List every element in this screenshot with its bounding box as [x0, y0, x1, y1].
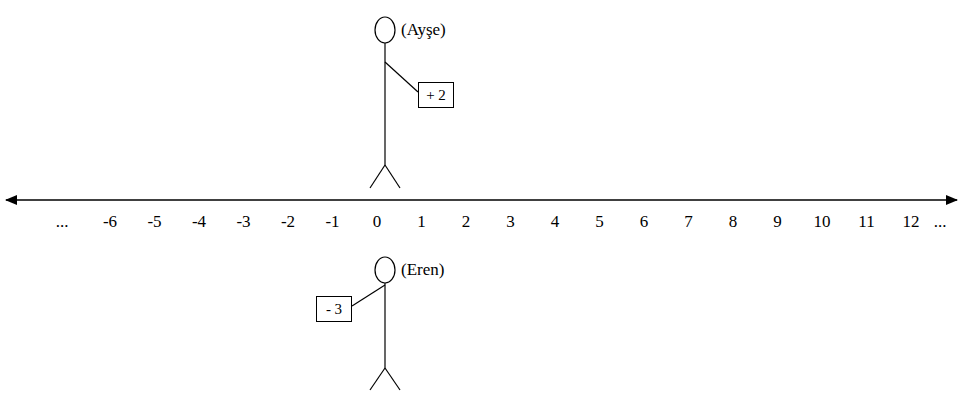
tick-number: 10 — [814, 212, 831, 232]
person-name: (Eren) — [401, 260, 444, 280]
tick-number: 5 — [595, 212, 604, 232]
tick-number: ... — [56, 212, 69, 232]
tick-number: 7 — [684, 212, 693, 232]
stick-figure-ayse — [370, 17, 418, 188]
tick-number: 11 — [858, 212, 874, 232]
sign-number: + 2 — [426, 86, 446, 104]
tick-number: 4 — [551, 212, 560, 232]
stick-figure-eren — [352, 257, 400, 390]
tick-number: 1 — [417, 212, 426, 232]
sign-number: - 3 — [326, 300, 342, 318]
tick-number: -4 — [192, 212, 206, 232]
tick-number: -3 — [236, 212, 250, 232]
number-line — [6, 199, 957, 201]
tick-number: -6 — [103, 212, 117, 232]
tick-number: -2 — [281, 212, 295, 232]
tick-number: 12 — [903, 212, 920, 232]
sign-box: - 3 — [316, 296, 352, 322]
sign-box: + 2 — [418, 82, 454, 108]
tick-number: -5 — [147, 212, 161, 232]
person-name: (Ayşe) — [401, 20, 446, 40]
tick-number: 6 — [640, 212, 649, 232]
tick-number: 0 — [373, 212, 382, 232]
tick-number: -1 — [325, 212, 339, 232]
tick-number: ... — [934, 212, 947, 232]
tick-number: 8 — [729, 212, 738, 232]
tick-number: 3 — [506, 212, 515, 232]
tick-number: 9 — [773, 212, 782, 232]
tick-number: 2 — [462, 212, 471, 232]
